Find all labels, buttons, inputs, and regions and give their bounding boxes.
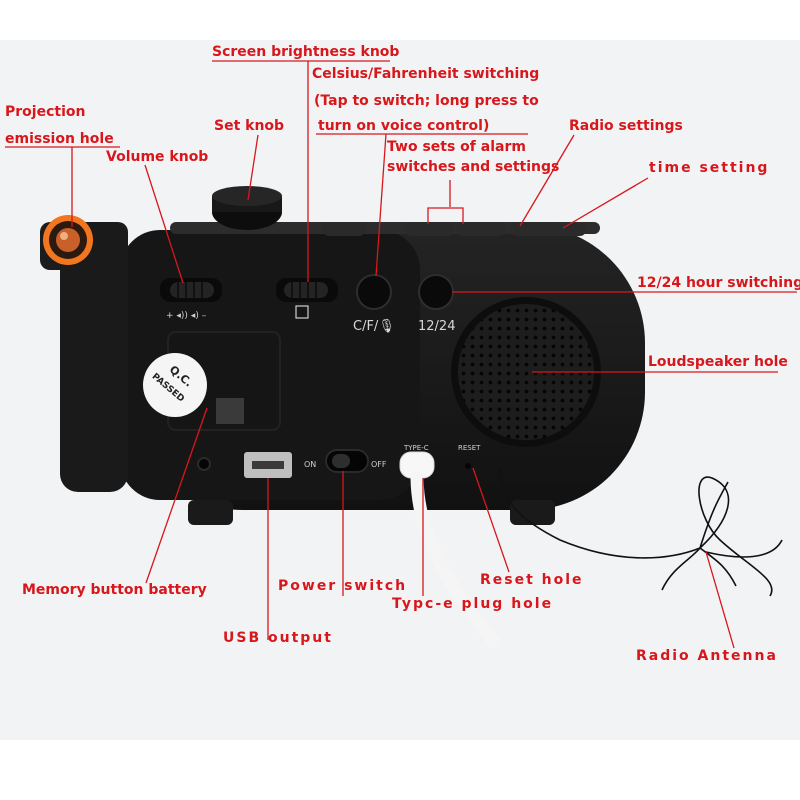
leader-lines	[5, 60, 797, 649]
radio-settings-label: Radio settings	[569, 118, 683, 134]
cf-button-label: C/F/🎙	[353, 318, 395, 334]
alarm-button-1	[404, 222, 454, 236]
qc-sticker	[143, 353, 207, 417]
alarm-button-2	[456, 222, 506, 236]
volume-knob-label: Volume knob	[106, 149, 209, 165]
volume-marks: + ◂)) ◂) –	[166, 311, 207, 321]
alarm-label-1: Two sets of alarm	[387, 139, 526, 155]
radio-button	[510, 222, 558, 236]
brightness-knob-label: Screen brightness knob	[212, 44, 400, 60]
hour-switch-label: 12/24 hour switching	[637, 275, 800, 291]
cf-label-2: (Tap to switch; long press to	[314, 93, 539, 109]
off-label: OFF	[371, 460, 387, 469]
projection-label-2: emission hole	[5, 131, 114, 147]
set-knob-label: Set knob	[214, 118, 285, 134]
antenna-wire	[499, 467, 783, 597]
set-knob-shape	[212, 186, 282, 230]
usb-output-label: USB output	[223, 630, 333, 646]
radio-antenna-label: Radio Antenna	[636, 648, 778, 664]
cf-label-1: Celsius/Fahrenheit switching	[312, 66, 540, 82]
volume-knob-shape	[160, 278, 222, 302]
brightness-knob-shape	[276, 278, 338, 302]
cf-label-3: turn on voice control)	[318, 118, 490, 134]
top-button-1	[322, 222, 366, 236]
power-switch-label: Power switch	[278, 578, 408, 594]
projection-lens	[56, 228, 80, 252]
time-setting-label: time setting	[649, 160, 770, 176]
typec-hole-label: Typc-e plug hole	[392, 596, 554, 612]
projection-label-1: Projection	[5, 104, 86, 120]
hour-button-label: 12/24	[418, 319, 455, 334]
memory-battery-label: Memory button battery	[22, 582, 207, 598]
dc-hole	[197, 457, 211, 471]
brightness-icon	[295, 305, 309, 319]
reset-hole-label: Reset hole	[480, 572, 584, 588]
foot-right	[510, 500, 555, 525]
on-label: ON	[304, 460, 316, 469]
typec-cable	[410, 471, 501, 649]
hour-button	[418, 274, 454, 310]
cf-button	[356, 274, 392, 310]
time-button	[546, 224, 586, 236]
reset-pinhole	[465, 463, 471, 469]
typec-label: TYPE-C	[403, 444, 429, 452]
projector-head	[40, 215, 128, 492]
speaker-label: Loudspeaker hole	[648, 354, 788, 370]
alarm-label-2: switches and settings	[387, 159, 560, 175]
reset-label: RESET	[458, 444, 481, 452]
foot-left	[188, 500, 233, 525]
battery-latch	[216, 398, 244, 424]
speaker-grille	[458, 304, 594, 440]
